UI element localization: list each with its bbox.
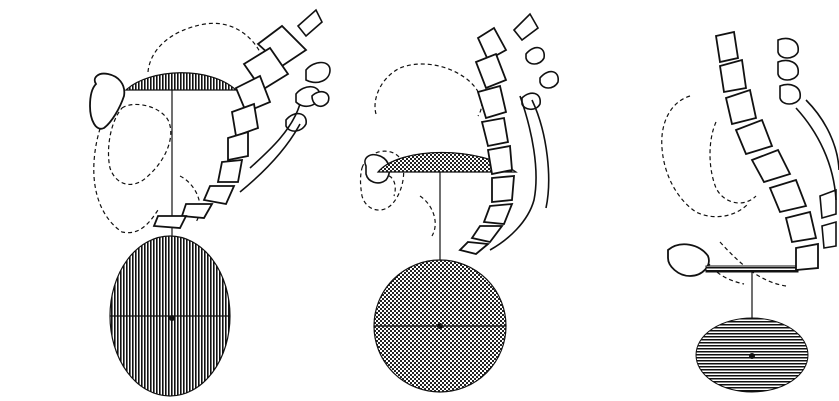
- spine: [154, 26, 306, 228]
- panel-2: [361, 14, 559, 392]
- spine: [460, 28, 514, 254]
- sacral-contour: [796, 100, 839, 200]
- pubic-bone: [668, 244, 709, 276]
- iliac-wing-outline: [361, 64, 482, 236]
- spinous-processes: [514, 14, 558, 109]
- panel-3: [662, 32, 839, 392]
- panel-1: [90, 10, 330, 396]
- spinous-processes: [286, 10, 330, 131]
- axis-dot: [749, 353, 755, 359]
- axis-dot: [437, 323, 443, 329]
- axis-dot: [169, 315, 175, 321]
- spine: [716, 32, 818, 270]
- inlet-plane: [126, 73, 236, 90]
- pubic-bone: [90, 74, 124, 129]
